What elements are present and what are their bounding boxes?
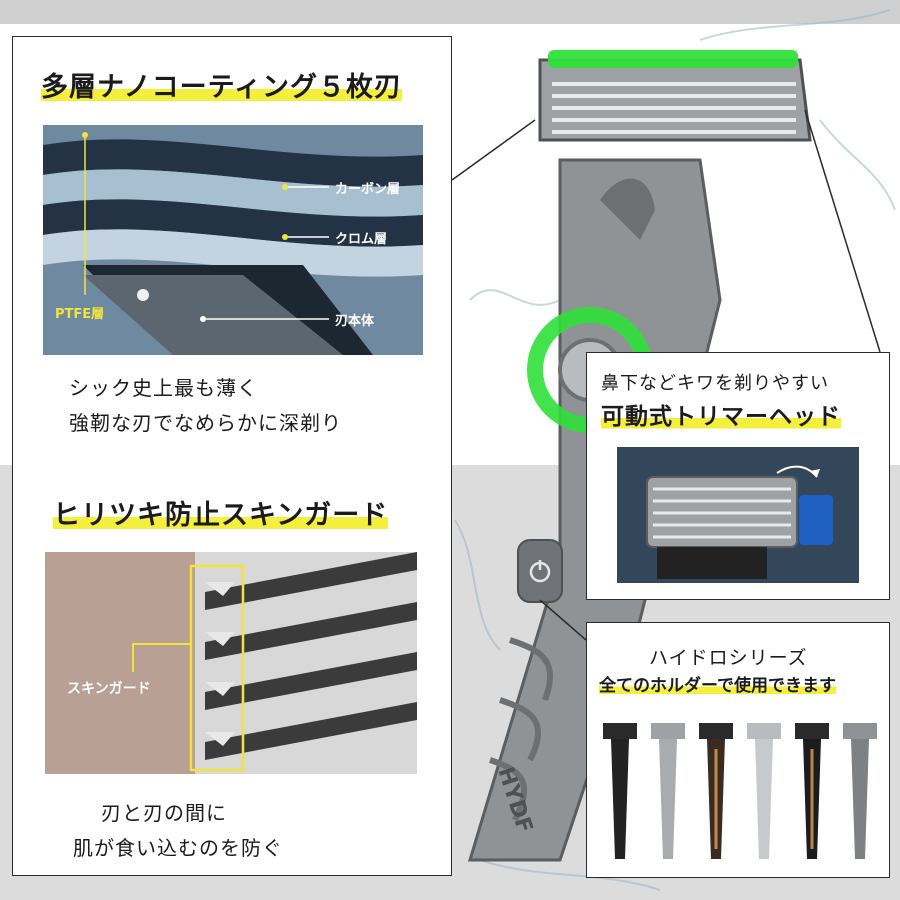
skin-guard-label: スキンガード: [67, 681, 151, 697]
coating-heading: 多層ナノコーティング５枚刃: [41, 65, 403, 104]
coating-layers-image: カーボン層 クロム層 PTFE層 刃本体: [43, 125, 423, 355]
razor-lineup: [603, 723, 877, 859]
water-splash: [454, 9, 896, 891]
trimmer-head-image: [617, 447, 859, 583]
carbon-layer-label: カーボン層: [335, 182, 401, 197]
razor-dark-gold: [795, 723, 829, 859]
coating-caption-line-2: 強靭な刃でなめらかに深剃り: [69, 411, 342, 435]
chrome-layer-label: クロム層: [335, 232, 388, 247]
ptfe-layer-label: PTFE層: [55, 307, 105, 322]
blade-body-label: 刃本体: [335, 314, 375, 329]
razor-black: [603, 723, 637, 859]
razor-silver: [651, 723, 685, 859]
razor-gray: [843, 723, 877, 859]
power-button: [517, 539, 563, 603]
trimmer-subtitle: 鼻下などキワを剃りやすい: [601, 373, 829, 394]
guard-caption-line-1: 刃と刃の間に: [101, 801, 227, 825]
coating-caption-line-1: シック史上最も薄く: [69, 376, 258, 400]
razor-copper: [699, 723, 733, 859]
top-strip: [0, 0, 900, 24]
trimmer-panel: 鼻下などキワを剃りやすい 可動式トリマーヘッド: [586, 352, 890, 600]
skin-guard-image: スキンガード: [45, 552, 417, 774]
series-subtitle: 全てのホルダーで使用できます: [599, 671, 836, 696]
series-title: ハイドロシリーズ: [649, 647, 808, 669]
trimmer-title: 可動式トリマーヘッド: [601, 397, 841, 431]
razor-light: [747, 723, 781, 859]
left-feature-panel: 多層ナノコーティング５枚刃 カーボン層 クロム層 PTFE層 刃本体 シック史上…: [12, 36, 452, 876]
guard-heading: ヒリツキ防止スキンガード: [53, 493, 389, 532]
series-panel: ハイドロシリーズ 全てのホルダーで使用できます: [586, 622, 890, 878]
guard-caption-line-2: 肌が食い込むのを防ぐ: [73, 836, 283, 860]
razor-head: [538, 58, 812, 142]
